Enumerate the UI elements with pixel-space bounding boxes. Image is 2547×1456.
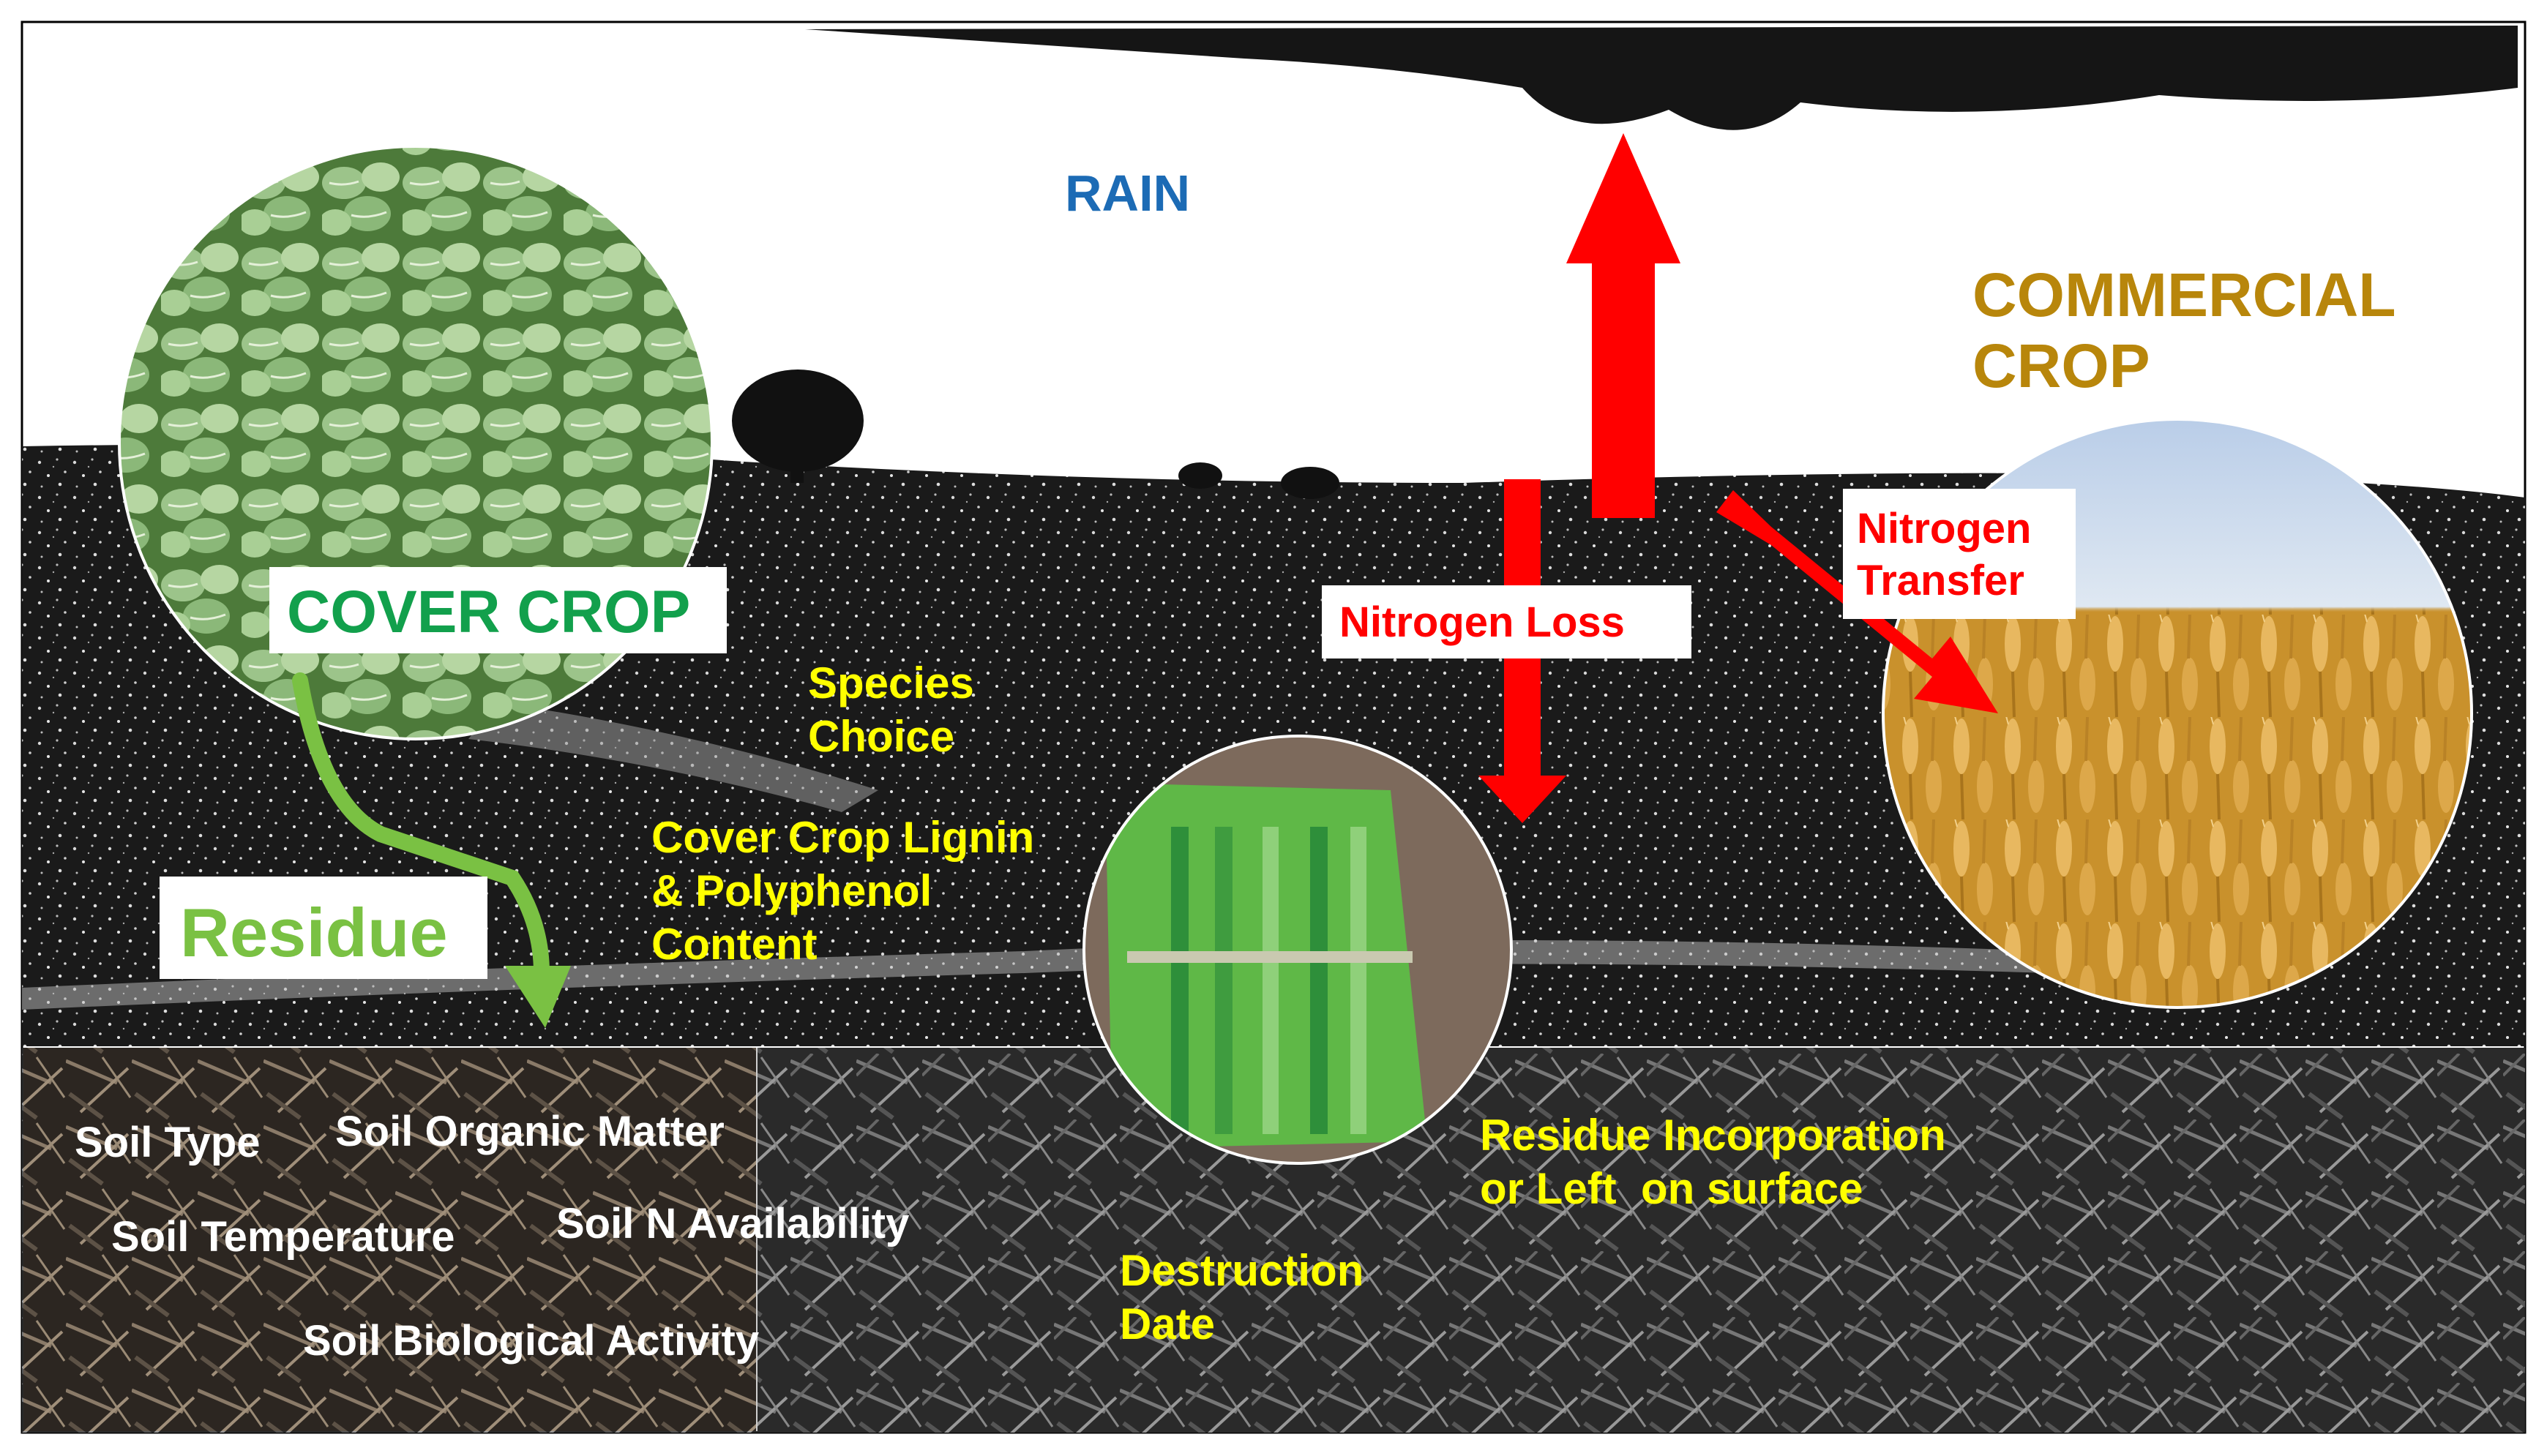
cover-crop-label-box bbox=[269, 567, 727, 653]
crop-row-band bbox=[22, 940, 2049, 1010]
aerial-plots-photo bbox=[1084, 736, 1511, 1163]
soil-n-availability-label: Soil N Availability bbox=[556, 1200, 910, 1247]
soil-temperature-label: Soil Temperature bbox=[111, 1213, 455, 1261]
residue-incorporation-label: Residue Incorporation or Left on surface bbox=[1480, 1111, 1946, 1214]
commercial-crop-photo-border bbox=[1882, 418, 2473, 1009]
soil-inset bbox=[23, 1048, 757, 1431]
nitrogen-up-arrow bbox=[1566, 133, 1680, 518]
soil-biological-activity-label: Soil Biological Activity bbox=[303, 1317, 760, 1365]
nitrogen-transfer-label: Nitrogen Transfer bbox=[1857, 505, 2032, 604]
destruction-date-label: Destruction Date bbox=[1120, 1246, 1364, 1349]
nitrogen-loss-label-box bbox=[1322, 585, 1691, 658]
tree-silhouettes bbox=[732, 369, 1339, 499]
aerial-plots-photo-border bbox=[1082, 735, 1513, 1165]
commercial-crop-label: COMMERCIAL CROP bbox=[1972, 260, 2396, 400]
residue-label: Residue bbox=[180, 894, 448, 971]
nitrogen-transfer-label-box bbox=[1843, 489, 2076, 619]
rain-label: RAIN bbox=[1065, 165, 1191, 222]
soil-organic-matter-label: Soil Organic Matter bbox=[335, 1108, 725, 1155]
cover-crop-label: COVER CROP bbox=[287, 579, 691, 645]
residue-arrowhead bbox=[505, 966, 571, 1028]
residue-arrow bbox=[292, 672, 550, 981]
species-choice-label: Species Choice bbox=[808, 658, 974, 762]
lignin-polyphenol-label: Cover Crop Lignin & Polyphenol Content bbox=[651, 813, 1035, 969]
nitrogen-loss-label: Nitrogen Loss bbox=[1339, 598, 1625, 646]
soil-type-label: Soil Type bbox=[75, 1119, 261, 1166]
cloud-shape bbox=[805, 26, 2518, 130]
residue-label-box bbox=[160, 877, 487, 979]
crop-rows bbox=[468, 702, 878, 812]
